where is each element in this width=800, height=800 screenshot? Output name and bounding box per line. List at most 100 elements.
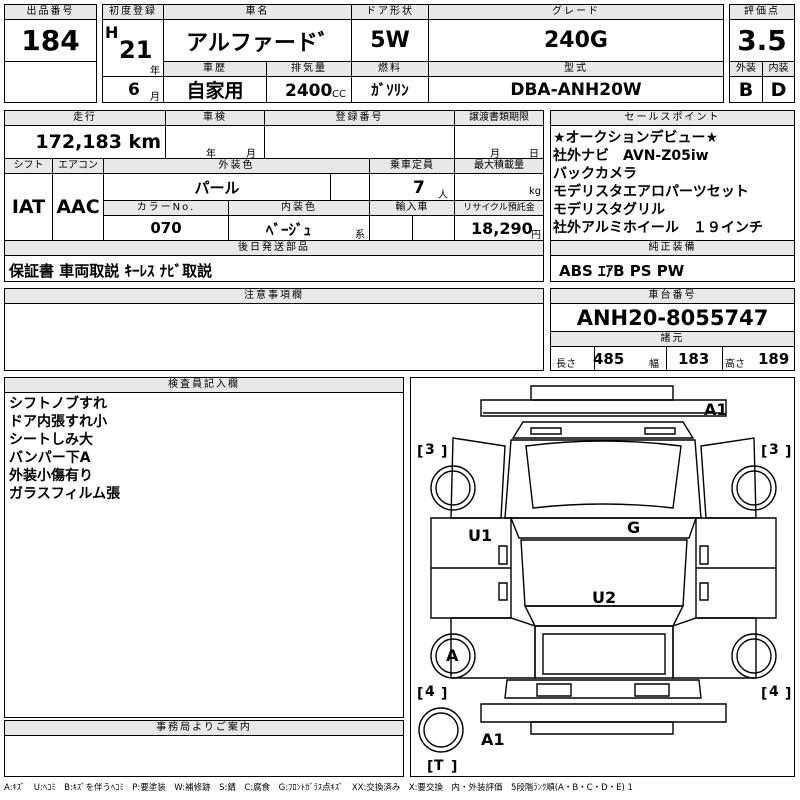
vehicle-diagram: [] [] [] [] [] A1 G U1 U2 A A1 T 3 3 4 4 bbox=[410, 377, 795, 777]
sales-point-line: バックカメラ bbox=[553, 166, 637, 182]
lot-number-blank bbox=[4, 61, 97, 103]
max-load-box: kg bbox=[454, 173, 544, 201]
width-label: 幅 bbox=[649, 359, 659, 370]
damage-mark-a: A bbox=[446, 646, 459, 665]
deferred-parts-label: 後日発送部品 bbox=[4, 240, 544, 256]
month-unit: 月 bbox=[150, 92, 160, 103]
interior-color-value: ﾍﾞｰｼﾞｭ bbox=[266, 221, 312, 239]
length-label: 長さ bbox=[556, 359, 576, 370]
svg-text:[: [ bbox=[427, 759, 433, 775]
lot-number-value: 184 bbox=[4, 19, 97, 62]
mileage-value: 172,183 km bbox=[4, 125, 166, 159]
damage-mark-a1-front: A1 bbox=[704, 400, 728, 419]
inspection-month-unit: 月 bbox=[246, 149, 256, 159]
registration-number-label: 登録番号 bbox=[264, 110, 455, 126]
aircon-label: エアコン bbox=[52, 158, 104, 174]
capacity-unit: 人 bbox=[438, 190, 448, 201]
tire-rating-left-front: 3 bbox=[425, 442, 435, 458]
damage-mark-t: T bbox=[434, 758, 444, 774]
sales-point-line: 社外ナビ AVN-Z05iw bbox=[553, 148, 709, 164]
svg-text:]: ] bbox=[441, 444, 447, 460]
tire-rating-left-rear: 4 bbox=[425, 684, 435, 700]
svg-text:[: [ bbox=[761, 444, 767, 460]
model-value: DBA-ANH20W bbox=[428, 76, 724, 103]
first-registration-month-box: 6 月 bbox=[102, 76, 164, 103]
svg-text:]: ] bbox=[785, 686, 791, 702]
recycle-value: 18,290 bbox=[471, 219, 533, 238]
interior-grade-value: D bbox=[762, 76, 795, 103]
genuine-equipment-label: 純正装備 bbox=[550, 240, 795, 256]
score-value: 3.5 bbox=[729, 19, 795, 62]
caution-label: 注意事項欄 bbox=[4, 288, 544, 304]
vehicle-outline: [] [] [] [] [] bbox=[417, 385, 791, 775]
lot-number-label: 出品番号 bbox=[4, 4, 97, 20]
dimensions-label: 諸元 bbox=[550, 331, 795, 347]
aircon-value: AAC bbox=[52, 173, 104, 241]
office-info-box bbox=[4, 735, 404, 777]
fuel-label: 燃料 bbox=[351, 61, 429, 77]
recycle-box: 18,290 円 bbox=[454, 215, 544, 241]
caution-box bbox=[4, 303, 544, 371]
sales-point-line: モデリスタグリル bbox=[553, 202, 665, 218]
year-unit: 年 bbox=[150, 66, 160, 77]
inspector-notes-label: 検査員記入欄 bbox=[4, 377, 404, 393]
exterior-grade-value: B bbox=[729, 76, 763, 103]
color-number-value: 070 bbox=[103, 215, 229, 241]
import-box-2 bbox=[412, 215, 455, 241]
capacity-box: 7 人 bbox=[369, 173, 455, 201]
damage-mark-a1-rear: A1 bbox=[481, 730, 505, 749]
interior-color-box: ﾍﾞｰｼﾞｭ 系 bbox=[228, 215, 370, 241]
displacement-unit: CC bbox=[332, 89, 346, 100]
exterior-color-label: 外装色 bbox=[103, 158, 370, 174]
capacity-value: 7 bbox=[413, 178, 425, 198]
registration-number-box bbox=[264, 125, 455, 159]
displacement-box: 2400 CC bbox=[266, 76, 352, 103]
displacement-label: 排気量 bbox=[266, 61, 352, 77]
inspector-note-line: ガラスフィルム張 bbox=[9, 486, 121, 502]
interior-color-unit: 系 bbox=[355, 230, 365, 241]
sales-point-line: モデリスタエアロパーツセット bbox=[553, 184, 749, 200]
damage-mark-u1: U1 bbox=[468, 526, 493, 545]
width-value: 183 bbox=[678, 350, 710, 368]
length-value: 485 bbox=[593, 350, 625, 368]
import-label: 輸入車 bbox=[369, 200, 455, 216]
tire-rating-right-front: 3 bbox=[769, 442, 779, 458]
capacity-label: 乗車定員 bbox=[369, 158, 455, 174]
car-name-label: 車名 bbox=[163, 4, 352, 20]
shift-value: IAT bbox=[4, 173, 53, 241]
mileage-label: 走行 bbox=[4, 110, 166, 126]
history-value: 自家用 bbox=[163, 76, 267, 103]
inspector-note-line: シフトノブすれ bbox=[9, 396, 107, 412]
svg-text:[: [ bbox=[761, 686, 767, 702]
deferred-parts-value: 保証書 車両取説 ｷｰﾚｽ ﾅﾋﾞ取説 bbox=[4, 255, 544, 282]
door-type-value: 5W bbox=[351, 19, 429, 62]
chassis-number-label: 車台番号 bbox=[550, 288, 795, 304]
sales-point-line: 社外アルミホイール １９インチ bbox=[553, 220, 763, 236]
exterior-color-value: パール bbox=[103, 173, 331, 201]
interior-grade-label: 内装 bbox=[762, 61, 795, 77]
model-label: 型式 bbox=[428, 61, 724, 77]
svg-text:]: ] bbox=[785, 444, 791, 460]
first-registration-year: 21 bbox=[119, 36, 153, 64]
interior-color-label: 内装色 bbox=[228, 200, 370, 216]
fuel-value: ｶﾞｿﾘﾝ bbox=[351, 76, 429, 103]
svg-text:[: [ bbox=[417, 686, 423, 702]
score-label: 評価点 bbox=[729, 4, 795, 20]
genuine-equipment-value: ABS ｴｱB PS PW bbox=[550, 255, 795, 282]
damage-mark-g: G bbox=[627, 518, 641, 537]
svg-text:[: [ bbox=[417, 444, 423, 460]
inspector-note-line: シートしみ大 bbox=[9, 432, 93, 448]
recycle-unit: 円 bbox=[531, 230, 541, 241]
damage-mark-u2: U2 bbox=[592, 588, 617, 607]
sales-point-label: セールスポイント bbox=[550, 110, 795, 126]
transfer-month-unit: 月 bbox=[490, 149, 500, 159]
import-box-1 bbox=[369, 215, 413, 241]
inspection-label: 車検 bbox=[165, 110, 265, 126]
office-info-label: 事務局よりご案内 bbox=[4, 720, 404, 736]
max-load-unit: kg bbox=[529, 186, 542, 197]
recycle-label: リサイクル預託金 bbox=[454, 200, 544, 216]
chassis-number-value: ANH20-8055747 bbox=[550, 303, 795, 332]
inspector-note-line: 外装小傷有り bbox=[9, 468, 93, 484]
inspector-note-line: ドア内張すれ小 bbox=[9, 414, 107, 430]
